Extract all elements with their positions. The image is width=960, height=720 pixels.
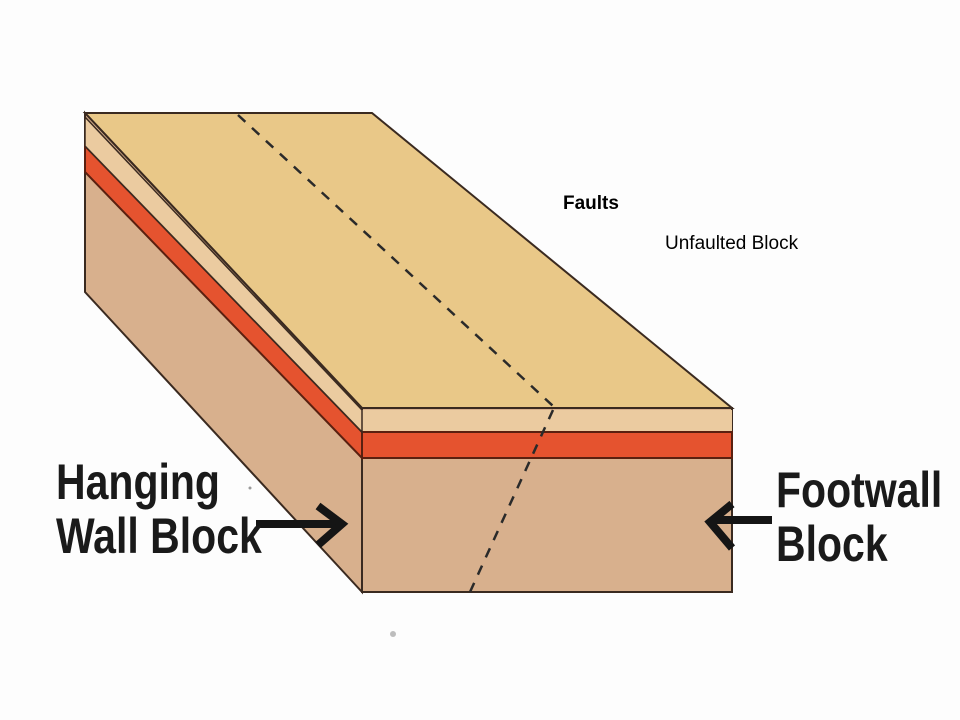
side-upper-layer xyxy=(84,115,363,434)
slide-title: Faults xyxy=(563,193,619,214)
footwall-label-line1: Footwall xyxy=(776,462,943,518)
speck xyxy=(390,631,396,637)
front-red-layer xyxy=(361,431,733,459)
footwall-label-line2: Block xyxy=(776,516,888,572)
fault-trace-top xyxy=(237,114,554,407)
footwall-label: Footwall Block xyxy=(776,463,942,571)
hanging-wall-label-line2: Wall Block xyxy=(56,508,262,564)
speck xyxy=(248,486,252,490)
hanging-wall-label-line1: Hanging xyxy=(56,454,220,510)
footwall-arrow xyxy=(704,500,772,551)
fault-trace-front xyxy=(468,409,555,593)
front-upper-layer xyxy=(362,410,732,432)
hanging-wall-arrow xyxy=(256,502,349,549)
hanging-wall-label: Hanging Wall Block xyxy=(56,455,262,563)
slide-subtitle: Unfaulted Block xyxy=(665,233,799,254)
